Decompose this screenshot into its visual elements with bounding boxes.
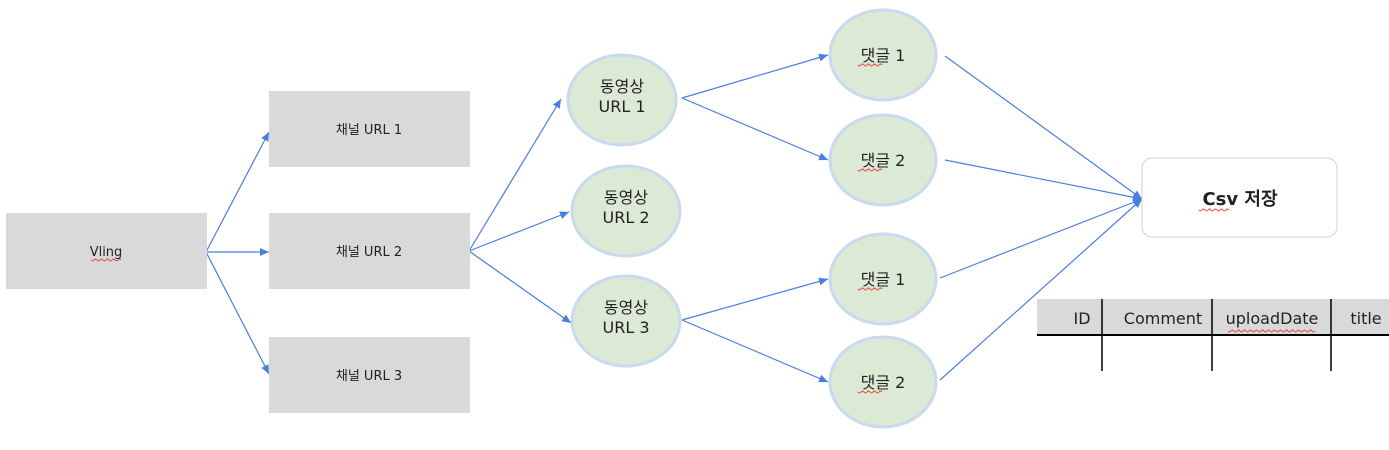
csv-table: ID Comment uploadDate title <box>1037 299 1389 371</box>
node-channel-1-label: 채널 URL 1 <box>336 123 402 138</box>
node-channel-1: 채널 URL 1 <box>269 91 470 167</box>
node-vling-label: Vling <box>90 245 123 260</box>
node-comment-b1-label: 댓글 1 <box>861 270 906 289</box>
csv-column-upload-date: uploadDate <box>1226 309 1319 328</box>
node-comment-a1: 댓글 1 <box>828 8 938 102</box>
node-video-1: 동영상 URL 1 <box>566 53 678 147</box>
node-channel-2-label: 채널 URL 2 <box>336 245 402 260</box>
node-video-1-line2: URL 1 <box>598 97 645 116</box>
node-comment-b2-label: 댓글 2 <box>861 373 906 392</box>
edge-comment-b1-save <box>939 198 1143 279</box>
edge-vling-channel-1 <box>205 131 270 253</box>
node-video-3-line1: 동영상 <box>604 298 648 317</box>
csv-column-comment: Comment <box>1124 309 1202 328</box>
edge-channel-2-video-1 <box>468 98 562 252</box>
edge-video-1-comment-1 <box>681 53 829 99</box>
edge-comment-a2-save <box>944 159 1143 202</box>
node-comment-b2: 댓글 2 <box>828 335 938 429</box>
node-video-3: 동영상 URL 3 <box>570 274 682 368</box>
node-video-2: 동영상 URL 2 <box>570 164 682 258</box>
node-comment-a2: 댓글 2 <box>828 113 938 207</box>
node-channel-3: 채널 URL 3 <box>269 337 470 413</box>
edge-video-1-comment-2 <box>681 97 829 161</box>
node-video-3-line2: URL 3 <box>602 318 649 337</box>
edge-comment-b2-save <box>939 198 1143 381</box>
node-video-1-line1: 동영상 <box>600 77 644 96</box>
node-csv-save-label: Csv 저장 <box>1202 189 1277 210</box>
edge-video-3-comment-2 <box>681 319 829 383</box>
edge-channel-2-video-2 <box>468 211 570 252</box>
csv-column-id: ID <box>1073 309 1090 328</box>
node-comment-a2-label: 댓글 2 <box>861 151 906 170</box>
edge-comment-a1-save <box>944 55 1143 200</box>
csv-column-title: title <box>1350 309 1381 328</box>
edge-video-3-comment-1 <box>681 277 829 321</box>
node-csv-save: Csv 저장 <box>1141 157 1338 238</box>
node-channel-3-label: 채널 URL 3 <box>336 369 402 384</box>
edges <box>205 53 1143 383</box>
edge-channel-2-video-3 <box>468 250 572 324</box>
node-video-2-line2: URL 2 <box>602 208 649 227</box>
edge-vling-channel-3 <box>205 251 270 375</box>
node-video-2-line1: 동영상 <box>604 188 648 207</box>
node-comment-a1-label: 댓글 1 <box>861 46 906 65</box>
node-comment-b1: 댓글 1 <box>828 232 938 326</box>
node-channel-2: 채널 URL 2 <box>269 213 470 289</box>
node-vling: Vling <box>6 213 207 289</box>
